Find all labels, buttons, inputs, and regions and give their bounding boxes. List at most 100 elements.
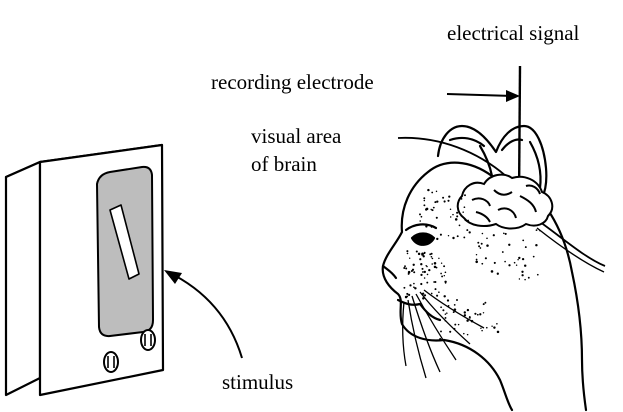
fur-dot — [481, 329, 483, 332]
fur-dot — [434, 288, 437, 291]
fur-dot — [467, 219, 469, 222]
fur-dot — [486, 244, 489, 247]
fur-dot — [456, 211, 459, 214]
fur-dot — [460, 197, 463, 200]
fur-dot — [439, 338, 442, 341]
fur-dot — [444, 282, 447, 284]
fur-dot — [532, 255, 535, 258]
fur-dot — [456, 299, 458, 301]
fur-dot — [449, 216, 452, 218]
fur-dot — [422, 271, 424, 273]
fur-dot — [427, 188, 430, 192]
fur-dot — [453, 308, 457, 311]
fur-dot — [414, 287, 417, 290]
fur-dot — [508, 264, 511, 267]
fur-dot — [440, 306, 442, 309]
fur-dot — [423, 199, 426, 202]
fur-dot — [453, 304, 456, 306]
fur-dot — [521, 270, 524, 273]
fur-dot — [444, 319, 447, 322]
fur-dot — [496, 272, 499, 275]
fur-dot — [486, 237, 488, 240]
fur-dot — [475, 253, 478, 256]
fur-dot — [443, 265, 446, 268]
fur-dot — [452, 311, 455, 314]
cat-eye — [410, 232, 436, 246]
fur-dot — [430, 208, 432, 211]
fur-dot — [423, 277, 426, 279]
fur-dot — [420, 263, 423, 266]
fur-dot — [484, 257, 487, 260]
fur-dot — [468, 231, 471, 234]
fur-dot — [440, 272, 442, 275]
fur-dot — [476, 313, 479, 316]
fur-dot — [426, 234, 430, 238]
fur-dot — [419, 213, 421, 216]
fur-dot — [404, 265, 406, 268]
fur-dot — [480, 327, 482, 330]
fur-dot — [406, 292, 409, 295]
fur-dot — [440, 330, 442, 333]
fur-dot — [491, 325, 493, 327]
cat-neck-outline — [546, 208, 588, 412]
fur-dot — [480, 242, 483, 245]
stimulus-label: stimulus — [222, 370, 293, 394]
fur-dot — [482, 312, 485, 314]
monitor-side-face — [4, 160, 42, 397]
visual-area-label-line2: of brain — [251, 152, 317, 176]
visual-area-label-line1: visual area — [251, 124, 342, 148]
fur-dot — [482, 303, 485, 306]
fur-dot — [426, 281, 429, 284]
monitor-knob-left — [103, 351, 119, 373]
cat-ear — [436, 124, 548, 200]
fur-dot — [430, 255, 433, 258]
fur-dot — [443, 274, 446, 277]
cat-head-outline — [381, 161, 514, 412]
fur-dot — [442, 196, 445, 199]
fur-dot — [444, 316, 447, 319]
fur-dot — [484, 301, 487, 304]
fur-dot — [479, 313, 482, 316]
fur-dot — [433, 281, 435, 283]
fur-dot — [463, 236, 466, 239]
fur-dot — [515, 264, 518, 266]
fur-dot — [523, 264, 527, 267]
fur-dot — [429, 253, 432, 256]
electrical-signal-label: electrical signal — [447, 21, 580, 45]
electrode-arrow-line — [446, 93, 513, 97]
fur-dot — [462, 211, 464, 213]
fur-dot — [452, 236, 455, 240]
fur-dot — [524, 246, 527, 249]
fur-dot — [440, 262, 443, 264]
fur-dot — [436, 294, 439, 297]
fur-dot — [407, 272, 410, 275]
fur-dot — [477, 241, 480, 244]
fur-dot — [439, 233, 442, 236]
fur-dot — [463, 311, 466, 314]
fur-dot — [413, 271, 416, 274]
fur-dot — [449, 330, 452, 333]
fur-dot — [479, 247, 482, 249]
fur-dot — [431, 209, 434, 212]
bar-stimulus — [109, 204, 140, 280]
fur-dot — [419, 258, 422, 261]
fur-dot — [508, 243, 511, 246]
fur-dot — [431, 263, 434, 265]
fur-dot — [421, 292, 424, 296]
fur-dot — [466, 229, 469, 232]
fur-dot — [446, 299, 450, 302]
fur-dot — [485, 326, 488, 329]
fur-dot — [434, 201, 437, 204]
fur-dot — [423, 252, 426, 255]
fur-dot — [413, 286, 415, 288]
fur-dot — [454, 323, 457, 326]
fur-dot — [425, 225, 428, 228]
fur-dot — [409, 257, 411, 259]
fur-dot — [501, 251, 504, 253]
fur-dot — [535, 229, 538, 231]
fur-dot — [463, 314, 467, 317]
fur-dot — [420, 273, 423, 277]
fur-dot — [492, 234, 495, 237]
fur-dot — [470, 319, 474, 323]
fur-dot — [449, 208, 452, 210]
